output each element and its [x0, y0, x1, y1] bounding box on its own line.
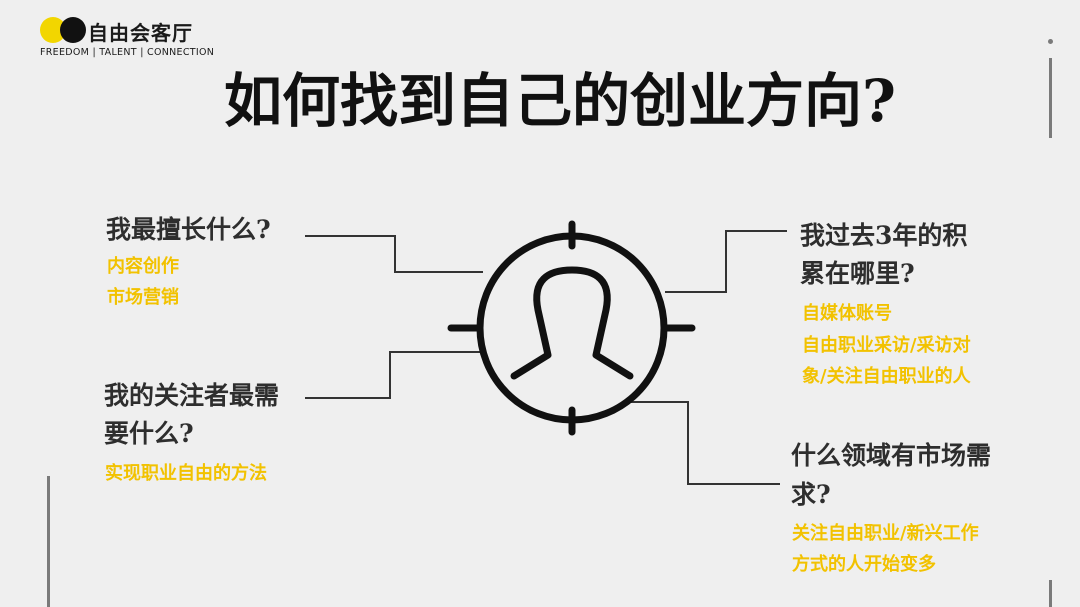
connector-bottom-right [630, 401, 780, 485]
question-line: 求? [791, 480, 831, 509]
answer-item: 方式的人开始变多 [792, 554, 936, 575]
connector-bottom-left [305, 351, 480, 399]
answer-item: 内容创作 [107, 256, 179, 277]
logo-black-circle [60, 17, 86, 43]
person-target-icon [447, 220, 696, 436]
decor-bar-right-top [1049, 58, 1052, 138]
connector-top-right [665, 230, 787, 293]
page-title: 如何找到自己的创业方向? [224, 67, 896, 135]
answer-item: 关注自由职业/新兴工作 [792, 523, 979, 544]
answer-item: 象/关注自由职业的人 [802, 366, 971, 387]
question-line: 什么领域有市场需 [791, 441, 992, 470]
question-line: 我过去3年的积 [800, 221, 968, 250]
connector-top-left [305, 235, 483, 273]
decor-bar-left-bottom [47, 476, 50, 607]
decor-bar-right-bottom [1049, 580, 1052, 607]
question-top-left: 我最擅长什么? [106, 215, 271, 244]
question-line: 累在哪里? [800, 259, 915, 288]
answer-item: 自由职业采访/采访对 [802, 335, 971, 356]
logo-name: 自由会客厅 [88, 21, 193, 45]
connector-lines [305, 230, 787, 485]
answer-item: 市场营销 [107, 287, 179, 308]
logo-tagline: FREEDOM | TALENT | CONNECTION [40, 47, 215, 58]
decor-dot-right [1048, 39, 1053, 44]
answer-item: 实现职业自由的方法 [105, 463, 267, 484]
answer-item: 自媒体账号 [802, 303, 892, 324]
question-line: 要什么? [104, 419, 194, 448]
question-line: 我的关注者最需 [104, 381, 280, 410]
